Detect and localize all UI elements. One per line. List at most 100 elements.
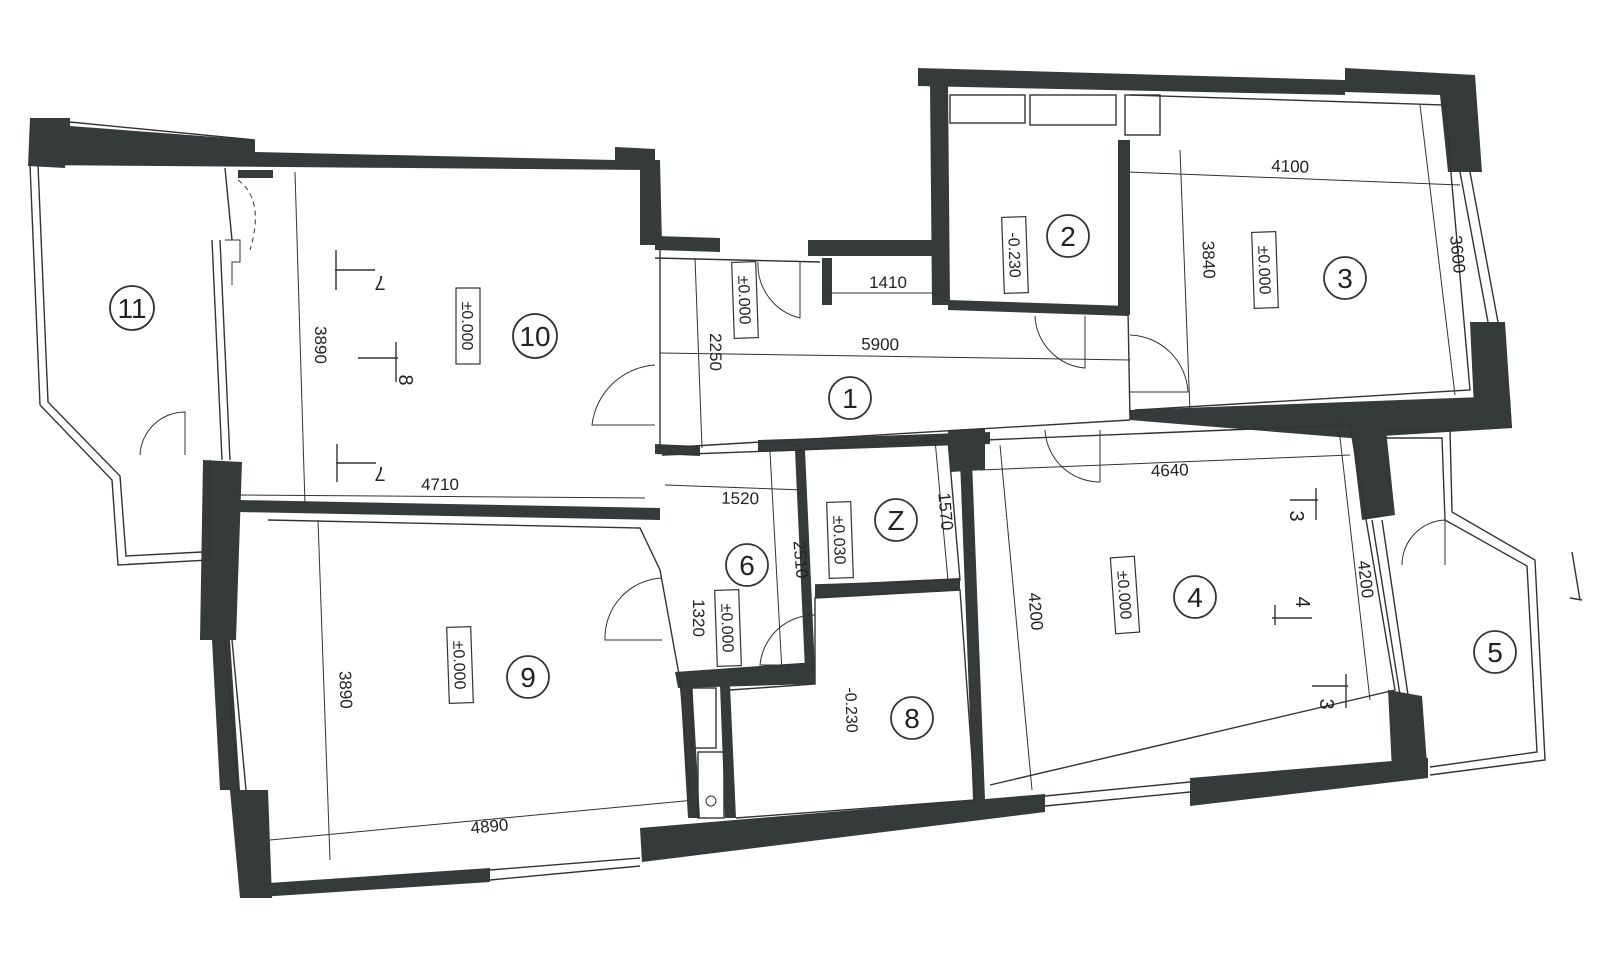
- section-mark: 7: [336, 444, 386, 484]
- wall-room2-right: [1118, 140, 1130, 315]
- section-marks: 7 8 7 3 4 3: [335, 250, 1583, 710]
- wall-corridor-top-2: [808, 240, 945, 256]
- dim-line-3890-bottom: [317, 519, 331, 861]
- svg-text:3: 3: [1337, 263, 1353, 294]
- cupboard: [949, 94, 1026, 124]
- svg-text:7: 7: [374, 271, 385, 293]
- dimension-lines: [237, 104, 1461, 861]
- wall-between-3-4: [1130, 396, 1512, 438]
- room5-outline: [1385, 429, 1546, 776]
- level-r3: ±0.000: [1251, 230, 1279, 310]
- level-r8: -0.230: [841, 687, 860, 733]
- dim-line-4100: [1127, 171, 1461, 186]
- svg-text:8: 8: [394, 374, 416, 385]
- wall-room2-bottom: [948, 300, 1128, 316]
- svg-text:3: 3: [1285, 510, 1307, 521]
- svg-text:±0.030: ±0.030: [829, 515, 848, 564]
- room-label-10: 10: [512, 313, 558, 359]
- dimension-labels: 4100 3840 3600 1410 5900 2250 3890 4710 …: [311, 156, 1469, 837]
- svg-text:5: 5: [1487, 637, 1503, 668]
- glass-partition: [211, 239, 223, 461]
- room4-outline: [984, 424, 1396, 786]
- room-label-Z: Z: [874, 498, 918, 542]
- cupboard: [1124, 94, 1161, 136]
- svg-text:1: 1: [842, 383, 858, 414]
- room-label-2: 2: [1046, 214, 1090, 258]
- wall-column-mid: [948, 428, 985, 472]
- svg-text:9: 9: [520, 662, 536, 693]
- wall-8-top: [815, 578, 960, 598]
- room-label-6: 6: [725, 543, 769, 587]
- dim-line-4890: [269, 799, 696, 841]
- door-frame: [225, 239, 241, 285]
- glass-partition: [219, 239, 231, 461]
- loggia-11-outline-inner: [37, 164, 203, 557]
- dim-line-4200-left: [999, 444, 1033, 791]
- loggia-11-outline: [29, 164, 211, 566]
- section-mark: 8: [358, 342, 416, 386]
- dim-1410: 1410: [869, 273, 907, 292]
- dim-4200-left: 4200: [1024, 592, 1046, 631]
- svg-text:2: 2: [1060, 221, 1076, 252]
- door-swing: [757, 261, 801, 319]
- wall-8-right: [960, 460, 985, 800]
- level-r2: -0.230: [1001, 215, 1029, 295]
- wall-between-10-9: [238, 500, 660, 520]
- door-swing: [759, 614, 816, 666]
- dim-1320: 1320: [689, 599, 708, 637]
- corridor-right: [1127, 309, 1131, 421]
- level-corridor: ±0.000: [731, 260, 759, 340]
- door-swing: [1044, 429, 1101, 483]
- window-3: [1459, 171, 1489, 323]
- cupboard: [1029, 94, 1117, 126]
- svg-text:±0.000: ±0.000: [449, 640, 468, 689]
- dim-4200-right: 4200: [1354, 559, 1377, 599]
- svg-text:8: 8: [904, 703, 920, 734]
- section-mark-partial: [1569, 551, 1583, 601]
- wall-column-bottom-right: [1388, 690, 1428, 778]
- dim-4890: 4890: [470, 815, 509, 837]
- level-r10: ±0.000: [455, 287, 481, 365]
- room3-outline: [1129, 94, 1471, 411]
- svg-text:-0.230: -0.230: [1004, 232, 1023, 278]
- wall-corridor-top: [655, 236, 720, 252]
- svg-text:10: 10: [519, 321, 550, 352]
- dim-line-5900: [659, 352, 1131, 361]
- wall-bottom-mid: [640, 794, 1045, 862]
- wall-6-bottom: [675, 662, 815, 688]
- wall-corridor-bottom-2: [758, 432, 990, 452]
- drain-icon: [705, 795, 717, 807]
- level-rZ: ±0.030: [826, 500, 854, 580]
- wall-top-left: [30, 118, 655, 170]
- door-swing: [591, 364, 656, 426]
- svg-text:Z: Z: [887, 505, 904, 536]
- wall-right-of-10: [640, 160, 662, 245]
- dim-3840: 3840: [1198, 241, 1218, 279]
- door-swing: [139, 411, 186, 456]
- wall-column-left: [200, 460, 242, 640]
- wall-stub: [224, 167, 233, 241]
- section-mark: 7: [335, 250, 386, 293]
- dim-3890-top: 3890: [311, 326, 330, 364]
- shaft-box: [691, 687, 717, 749]
- room6-outline: [661, 449, 801, 456]
- corridor-outline: [654, 257, 821, 263]
- dim-1520: 1520: [721, 489, 759, 509]
- svg-text:±0.000: ±0.000: [1113, 570, 1133, 620]
- room-label-4: 4: [1173, 575, 1217, 619]
- window-9: [231, 639, 247, 791]
- corridor-outline: [659, 419, 1131, 449]
- doors: [139, 170, 1446, 666]
- dim-line-4200-right: [1337, 419, 1371, 701]
- room-label-1: 1: [828, 376, 872, 420]
- window-9: [224, 639, 239, 791]
- wall-bottom-9: [240, 868, 490, 898]
- wall-bottom-4: [1190, 758, 1428, 806]
- dim-line-4640: [979, 454, 1351, 471]
- room-label-3: 3: [1323, 256, 1367, 300]
- door-leaf: [238, 170, 273, 178]
- dim-line-1520: [664, 484, 806, 491]
- shaft-box: [697, 751, 725, 819]
- room-label-9: 9: [506, 655, 550, 699]
